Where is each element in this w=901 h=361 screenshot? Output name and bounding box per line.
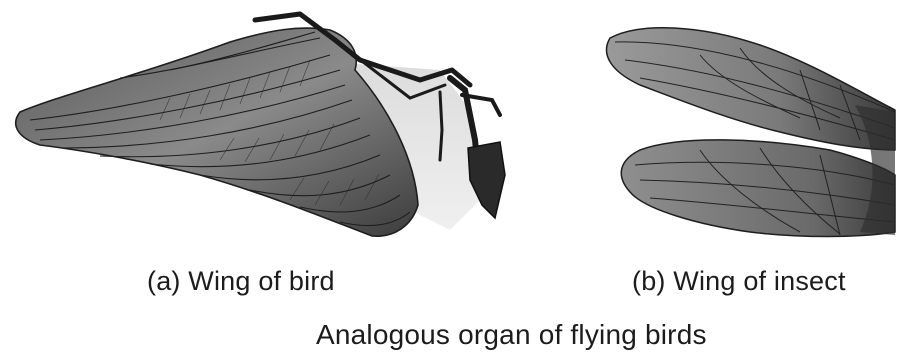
panel-b-caption: (b) Wing of insect	[632, 266, 846, 297]
figure-title: Analogous organ of flying birds	[316, 319, 707, 351]
insect-wing-illustration	[607, 28, 895, 237]
panel-a-caption: (a) Wing of bird	[147, 266, 335, 297]
bird-wing-illustration	[16, 14, 505, 236]
